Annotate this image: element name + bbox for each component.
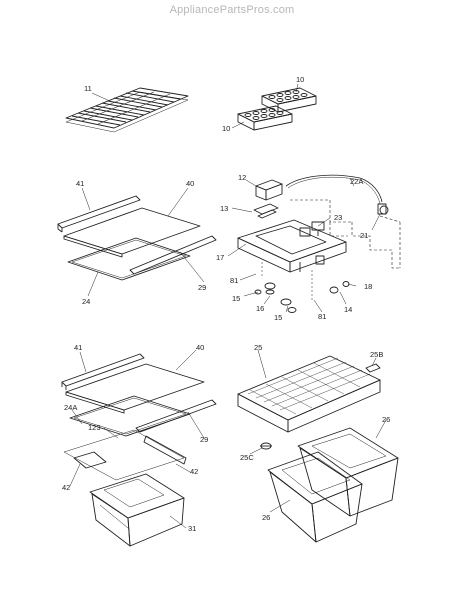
thermostat (311, 221, 325, 236)
ice-tray-back (261, 87, 317, 113)
callout-26-right: 26 (382, 415, 390, 424)
callout-16: 16 (256, 304, 264, 313)
callout-26-left: 26 (262, 513, 270, 522)
callout-10-bottom: 10 (222, 124, 230, 133)
crisper-cover (237, 355, 381, 433)
shelf-trim-rear-lower (135, 399, 217, 433)
watermark: AppliancePartsPros.com (169, 4, 295, 16)
glass-shelf-upper (63, 207, 201, 258)
control-housing (237, 219, 347, 273)
callout-15-right: 15 (274, 313, 282, 322)
callout-23: 23 (334, 213, 342, 222)
humidity-control (260, 442, 272, 450)
shelf-trim-front (57, 195, 141, 233)
callout-81-right: 81 (318, 312, 326, 321)
ice-tray-front (237, 105, 293, 131)
callout-40-upper: 40 (186, 179, 194, 188)
callout-24: 24 (82, 297, 90, 306)
callout-17: 17 (216, 253, 224, 262)
cover-clip (365, 363, 381, 373)
callout-18: 18 (364, 282, 372, 291)
callout-123: 123 (88, 423, 101, 432)
pan-lower-left (89, 473, 185, 547)
wire-shelf (65, 87, 189, 133)
light-sockets (254, 262, 350, 313)
callout-25: 25 (254, 343, 262, 352)
shelf-trim-rear (129, 235, 217, 275)
callout-15-left: 15 (232, 294, 240, 303)
dashed-guide (290, 199, 401, 269)
callout-41-upper: 41 (76, 179, 84, 188)
cable-harness (285, 174, 389, 215)
callout-24A: 24A (64, 403, 77, 412)
callout-41-lower: 41 (74, 343, 82, 352)
callout-22A: 22A (350, 177, 363, 186)
callout-25C: 25C (240, 453, 254, 462)
callout-10-top: 10 (296, 75, 304, 84)
callout-14: 14 (344, 305, 352, 314)
callout-42-left: 42 (62, 483, 70, 492)
control-knob-housing (255, 179, 283, 201)
leader-lines (69, 83, 387, 529)
drawer-slide (63, 429, 187, 481)
callout-29-lower: 29 (200, 435, 208, 444)
crisper-pan-rear (297, 427, 399, 517)
glass-shelf-lower (65, 363, 205, 414)
shelf-trim-front-lower (61, 353, 145, 390)
callout-11: 11 (84, 84, 92, 93)
callout-21: 21 (360, 231, 368, 240)
callout-31: 31 (188, 524, 196, 533)
damper (253, 203, 279, 219)
crisper-pan-front (267, 451, 363, 543)
callout-12: 12 (238, 173, 246, 182)
callout-25B: 25B (370, 350, 383, 359)
callout-42-right: 42 (190, 467, 198, 476)
callout-29-upper: 29 (198, 283, 206, 292)
shelf-frame (67, 237, 191, 281)
callout-81-left: 81 (230, 276, 238, 285)
callout-labels: 11 10 10 41 40 29 24 12 22A 13 23 21 17 … (62, 75, 390, 533)
callout-40-lower: 40 (196, 343, 204, 352)
callout-13: 13 (220, 204, 228, 213)
